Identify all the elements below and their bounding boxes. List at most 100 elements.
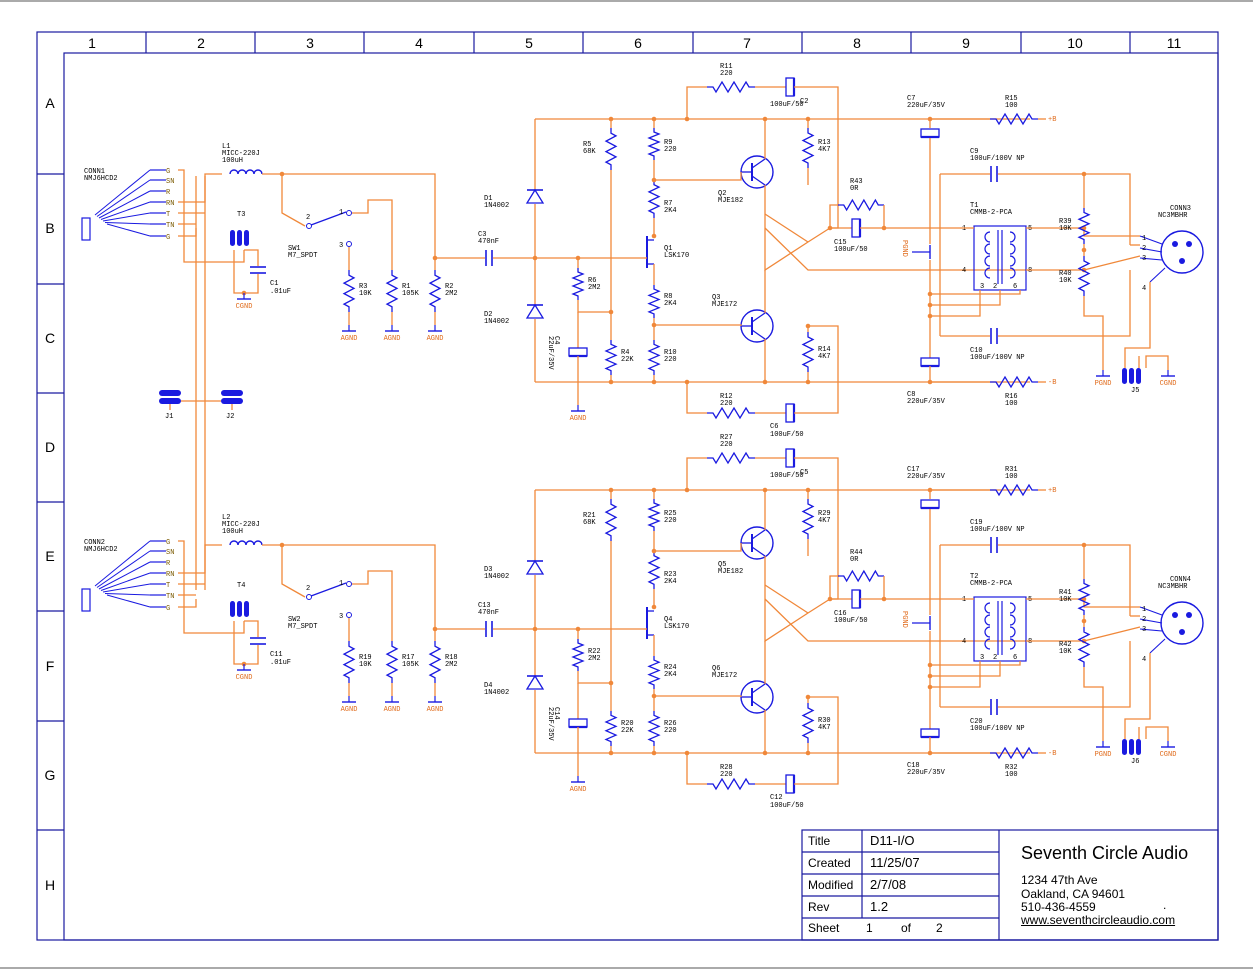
ref-designator: L1	[222, 143, 230, 151]
resistor-symbol	[604, 711, 618, 746]
ref-designator: R6	[588, 277, 596, 285]
ref-designator: R27	[720, 434, 733, 442]
switch-pin: 2	[306, 585, 310, 593]
j2-label: J2	[226, 413, 234, 421]
resistor-symbol	[647, 128, 661, 160]
address-line-2: Oakland, CA 94601	[1021, 887, 1126, 901]
resistor-symbol	[1077, 256, 1091, 296]
inductor-symbol	[229, 540, 263, 546]
switch-pin: 3	[339, 242, 343, 250]
resistor-symbol	[342, 641, 356, 683]
ref-designator: R28	[720, 764, 733, 772]
jumper-j1[interactable]	[159, 390, 181, 396]
resistor-symbol	[647, 656, 661, 689]
transformer-winding	[1009, 626, 1016, 638]
part-value: 22uF/35V	[546, 707, 554, 741]
pin-label: RN	[166, 571, 174, 579]
ref-designator: D4	[484, 682, 492, 690]
ground-label: CGND	[1160, 751, 1177, 759]
jumper-j2[interactable]	[221, 390, 243, 396]
ref-designator: C20	[970, 718, 983, 726]
resistor-symbol	[801, 703, 815, 743]
sheet-total: 2	[936, 921, 943, 935]
ref-designator: R24	[664, 664, 677, 672]
part-value: 22K	[621, 727, 634, 735]
row-label: E	[45, 548, 54, 564]
jumper-pin	[1129, 739, 1134, 755]
ref-designator: R22	[588, 648, 601, 656]
wire	[998, 544, 1131, 616]
ref-designator: C1	[270, 280, 278, 288]
address-line-1: 1234 47th Ave	[1021, 873, 1098, 887]
ref-designator: R15	[1005, 95, 1018, 103]
jack-contact	[100, 201, 151, 220]
ref-designator: R10	[664, 349, 677, 357]
created-value: 11/25/07	[870, 855, 920, 870]
rail-label: +B	[1048, 487, 1056, 495]
junction-dot	[532, 255, 538, 261]
pin-label: RN	[166, 200, 174, 208]
wire	[262, 544, 306, 598]
resistor-symbol	[428, 641, 442, 683]
transformer-pin: 8	[1028, 267, 1032, 275]
transformer-winding	[984, 231, 991, 243]
part-value: 100uF/50	[834, 246, 868, 254]
electrolytic-capacitor-symbol	[785, 403, 795, 423]
wire	[233, 621, 259, 665]
pin-label: T	[166, 582, 170, 590]
wire	[794, 325, 839, 414]
xlr-pin-label: 4	[1142, 656, 1146, 664]
part-number: MJE172	[712, 672, 737, 680]
resistor-symbol	[571, 639, 585, 671]
resistor-symbol	[990, 483, 1038, 497]
ground-label: AGND	[570, 786, 587, 794]
xlr-pin	[1172, 241, 1178, 247]
electrolytic-capacitor-symbol	[785, 448, 795, 468]
transformer-winding	[1009, 231, 1016, 243]
xlr-pin-label: 1	[1142, 235, 1146, 243]
switch-contact	[346, 241, 352, 247]
junction-dot	[881, 596, 887, 602]
xlr-pin-label: 2	[1142, 245, 1146, 253]
wire	[1145, 355, 1169, 370]
transformer-pin: 4	[962, 267, 966, 275]
xlr-connector-symbol	[1160, 230, 1204, 274]
transistor-lead	[751, 683, 766, 694]
junction-dot	[608, 680, 614, 686]
wire	[930, 661, 1021, 666]
xlr-pin-label: 4	[1142, 285, 1146, 293]
jack-contact	[100, 572, 151, 591]
col-label: 11	[1167, 35, 1182, 51]
switch-contact	[346, 210, 352, 216]
rail-label: -B	[1048, 750, 1056, 758]
part-value: 2K4	[664, 671, 677, 679]
transistor-lead	[751, 312, 766, 323]
ref-designator: R32	[1005, 764, 1018, 772]
junction-dot	[651, 750, 657, 756]
resistor-symbol	[990, 112, 1038, 126]
ref-designator: Q6	[712, 665, 720, 673]
xlr-lead	[1149, 267, 1166, 283]
part-value: 220	[664, 356, 677, 364]
ref-designator: R42	[1059, 641, 1072, 649]
wire	[1026, 598, 1140, 608]
part-value: 68K	[583, 148, 596, 156]
ref-designator: R9	[664, 139, 672, 147]
ref-designator: R3	[359, 283, 367, 291]
junction-dot	[651, 604, 657, 610]
junction-dot	[608, 309, 614, 315]
col-label: 1	[88, 35, 96, 51]
ref-designator: L2	[222, 514, 230, 522]
modified-label: Modified	[808, 878, 854, 892]
resistor-symbol	[1077, 208, 1091, 244]
part-value: 220uF/35V	[907, 102, 946, 110]
rail-label: +B	[1048, 116, 1056, 124]
wire	[244, 620, 259, 637]
xlr-pin-label: 3	[1142, 255, 1146, 263]
junction-dot	[651, 116, 657, 122]
wire	[282, 173, 436, 258]
part-value: 1N4002	[484, 318, 509, 326]
jumper-label: T3	[237, 211, 245, 219]
jack-contact	[102, 583, 151, 593]
website-link[interactable]: www.seventhcircleaudio.com	[1021, 913, 1176, 927]
